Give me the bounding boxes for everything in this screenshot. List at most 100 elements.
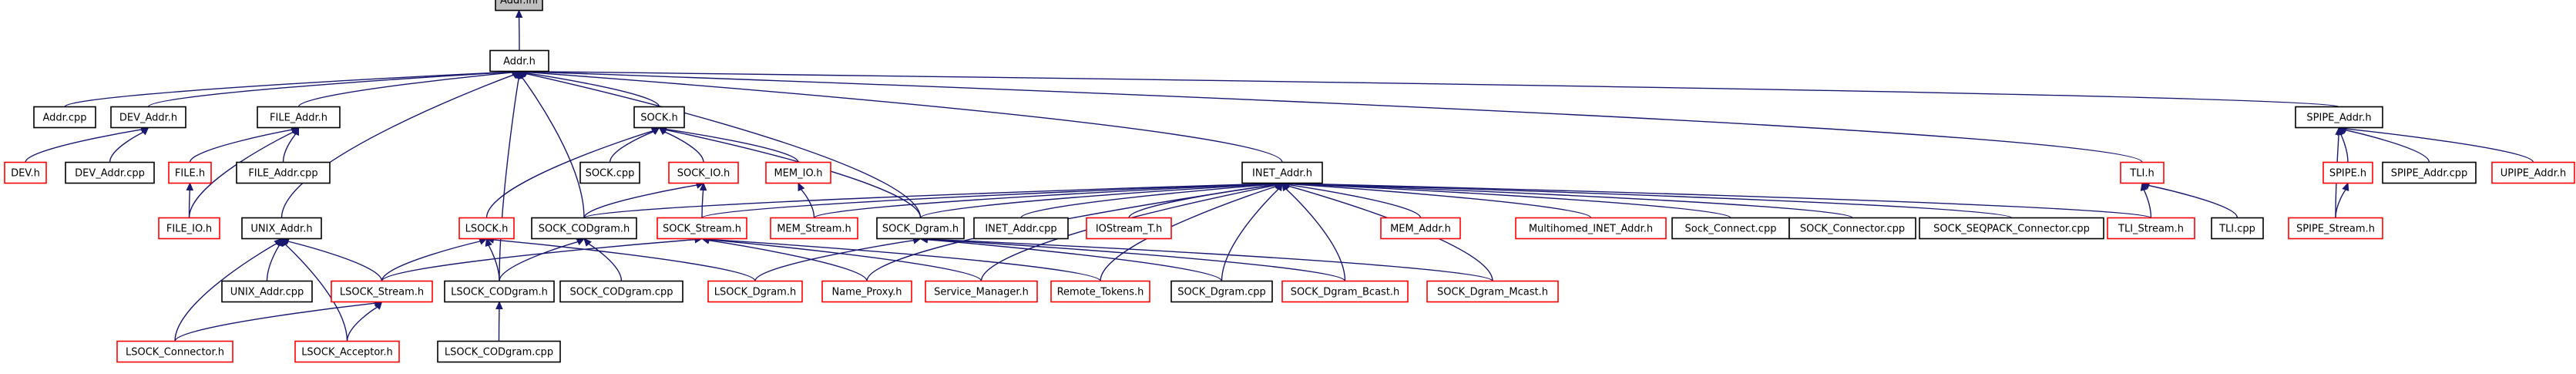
node-mem-stream-h[interactable]: MEM_Stream.h	[770, 217, 858, 240]
node-box[interactable]	[559, 280, 683, 303]
node-box[interactable]	[2120, 161, 2165, 184]
node-spipe-stream-h[interactable]: SPIPE_Stream.h	[2288, 217, 2383, 240]
node-lsock-dgram-h[interactable]: LSOCK_Dgram.h	[707, 280, 803, 303]
node-remote-tokens-h[interactable]: Remote_Tokens.h	[1050, 280, 1150, 303]
node-sock-codgram-cpp[interactable]: SOCK_CODgram.cpp	[559, 280, 683, 303]
node-unix-addr-cpp[interactable]: UNIX_Addr.cpp	[221, 280, 313, 303]
node-box[interactable]	[876, 217, 965, 240]
node-box[interactable]	[2491, 161, 2575, 184]
node-lsock-h[interactable]: LSOCK.h	[458, 217, 515, 240]
node-multihomed-inet-addr-h[interactable]: Multihomed_INET_Addr.h	[1515, 217, 1667, 240]
node-box[interactable]	[2382, 161, 2477, 184]
node-box[interactable]	[4, 161, 47, 184]
node-sock-dgram-cpp[interactable]: SOCK_Dgram.cpp	[1170, 280, 1273, 303]
node-box[interactable]	[2295, 106, 2383, 129]
node-sock-connect-cpp[interactable]: Sock_Connect.cpp	[1671, 217, 1790, 240]
node-box[interactable]	[489, 49, 549, 72]
node-box[interactable]	[116, 340, 233, 363]
node-box[interactable]	[236, 161, 331, 184]
node-box[interactable]	[33, 106, 96, 129]
node-box[interactable]	[158, 217, 220, 240]
node-box[interactable]	[1086, 217, 1172, 240]
node-box[interactable]	[65, 161, 155, 184]
node-tli-stream-h[interactable]: TLI_Stream.h	[2107, 217, 2195, 240]
node-inet-addr-h[interactable]: INET_Addr.h	[1241, 161, 1323, 184]
node-sock-connector-cpp[interactable]: SOCK_Connector.cpp	[1788, 217, 1916, 240]
node-sock-io-h[interactable]: SOCK_IO.h	[668, 161, 739, 184]
node-tli-cpp[interactable]: TLI.cpp	[2211, 217, 2264, 240]
node-box[interactable]	[110, 106, 186, 129]
node-service-manager-h[interactable]: Service_Manager.h	[925, 280, 1038, 303]
node-name-proxy-h[interactable]: Name_Proxy.h	[821, 280, 912, 303]
node-mem-addr-h[interactable]: MEM_Addr.h	[1380, 217, 1461, 240]
node-box[interactable]	[458, 217, 515, 240]
node-box[interactable]	[495, 0, 543, 12]
node-box[interactable]	[1380, 217, 1461, 240]
node-box[interactable]	[2211, 217, 2264, 240]
node-sock-stream-h[interactable]: SOCK_Stream.h	[657, 217, 747, 240]
node-file-io-h[interactable]: FILE_IO.h	[158, 217, 220, 240]
node-box[interactable]	[1919, 217, 2104, 240]
node-sock-dgram-mcast-h[interactable]: SOCK_Dgram_Mcast.h	[1426, 280, 1559, 303]
node-tli-h[interactable]: TLI.h	[2120, 161, 2165, 184]
node-box[interactable]	[657, 217, 747, 240]
node-box[interactable]	[2288, 217, 2383, 240]
node-sock-h[interactable]: SOCK.h	[633, 106, 685, 129]
node-file-h[interactable]: FILE.h	[168, 161, 212, 184]
node-dev-addr-cpp[interactable]: DEV_Addr.cpp	[65, 161, 155, 184]
node-box[interactable]	[1170, 280, 1273, 303]
node-box[interactable]	[2107, 217, 2195, 240]
node-box[interactable]	[331, 280, 433, 303]
node-box[interactable]	[257, 106, 341, 129]
node-box[interactable]	[2322, 161, 2373, 184]
node-box[interactable]	[1241, 161, 1323, 184]
node-box[interactable]	[1050, 280, 1150, 303]
node-sock-dgram-h[interactable]: SOCK_Dgram.h	[876, 217, 965, 240]
node-dev-addr-h[interactable]: DEV_Addr.h	[110, 106, 186, 129]
node-box[interactable]	[221, 280, 313, 303]
node-spipe-h[interactable]: SPIPE.h	[2322, 161, 2373, 184]
node-box[interactable]	[765, 161, 831, 184]
node-dev-h[interactable]: DEV.h	[4, 161, 47, 184]
node-lsock-codgram-cpp[interactable]: LSOCK_CODgram.cpp	[437, 340, 561, 363]
node-box[interactable]	[1788, 217, 1916, 240]
arrowhead-icon	[1275, 182, 1283, 192]
node-sock-seqpack-connector-cpp[interactable]: SOCK_SEQPACK_Connector.cpp	[1919, 217, 2104, 240]
node-box[interactable]	[633, 106, 685, 129]
node-spipe-addr-cpp[interactable]: SPIPE_Addr.cpp	[2382, 161, 2477, 184]
node-unix-addr-h[interactable]: UNIX_Addr.h	[241, 217, 322, 240]
node-box[interactable]	[1426, 280, 1559, 303]
node-file-addr-cpp[interactable]: FILE_Addr.cpp	[236, 161, 331, 184]
node-upipe-addr-h[interactable]: UPIPE_Addr.h	[2491, 161, 2575, 184]
node-sock-dgram-bcast-h[interactable]: SOCK_Dgram_Bcast.h	[1281, 280, 1409, 303]
node-sock-codgram-h[interactable]: SOCK_CODgram.h	[531, 217, 637, 240]
node-box[interactable]	[821, 280, 912, 303]
node-addr-h[interactable]: Addr.h	[489, 49, 549, 72]
node-box[interactable]	[294, 340, 400, 363]
node-box[interactable]	[1281, 280, 1409, 303]
node-lsock-stream-h[interactable]: LSOCK_Stream.h	[331, 280, 433, 303]
node-box[interactable]	[973, 217, 1069, 240]
node-mem-io-h[interactable]: MEM_IO.h	[765, 161, 831, 184]
node-box[interactable]	[444, 280, 555, 303]
node-box[interactable]	[579, 161, 640, 184]
node-box[interactable]	[168, 161, 212, 184]
node-box[interactable]	[925, 280, 1038, 303]
node-file-addr-h[interactable]: FILE_Addr.h	[257, 106, 341, 129]
node-addr-cpp[interactable]: Addr.cpp	[33, 106, 96, 129]
node-box[interactable]	[241, 217, 322, 240]
node-box[interactable]	[770, 217, 858, 240]
node-lsock-acceptor-h[interactable]: LSOCK_Acceptor.h	[294, 340, 400, 363]
node-iostream-t-h[interactable]: IOStream_T.h	[1086, 217, 1172, 240]
node-box[interactable]	[1515, 217, 1667, 240]
node-spipe-addr-h[interactable]: SPIPE_Addr.h	[2295, 106, 2383, 129]
node-lsock-connector-h[interactable]: LSOCK_Connector.h	[116, 340, 233, 363]
node-box[interactable]	[531, 217, 637, 240]
node-sock-cpp[interactable]: SOCK.cpp	[579, 161, 640, 184]
node-box[interactable]	[437, 340, 561, 363]
node-inet-addr-cpp[interactable]: INET_Addr.cpp	[973, 217, 1069, 240]
node-lsock-codgram-h[interactable]: LSOCK_CODgram.h	[444, 280, 555, 303]
node-addr-inl[interactable]: Addr.inl	[495, 0, 543, 12]
node-box[interactable]	[668, 161, 739, 184]
node-box[interactable]	[707, 280, 803, 303]
